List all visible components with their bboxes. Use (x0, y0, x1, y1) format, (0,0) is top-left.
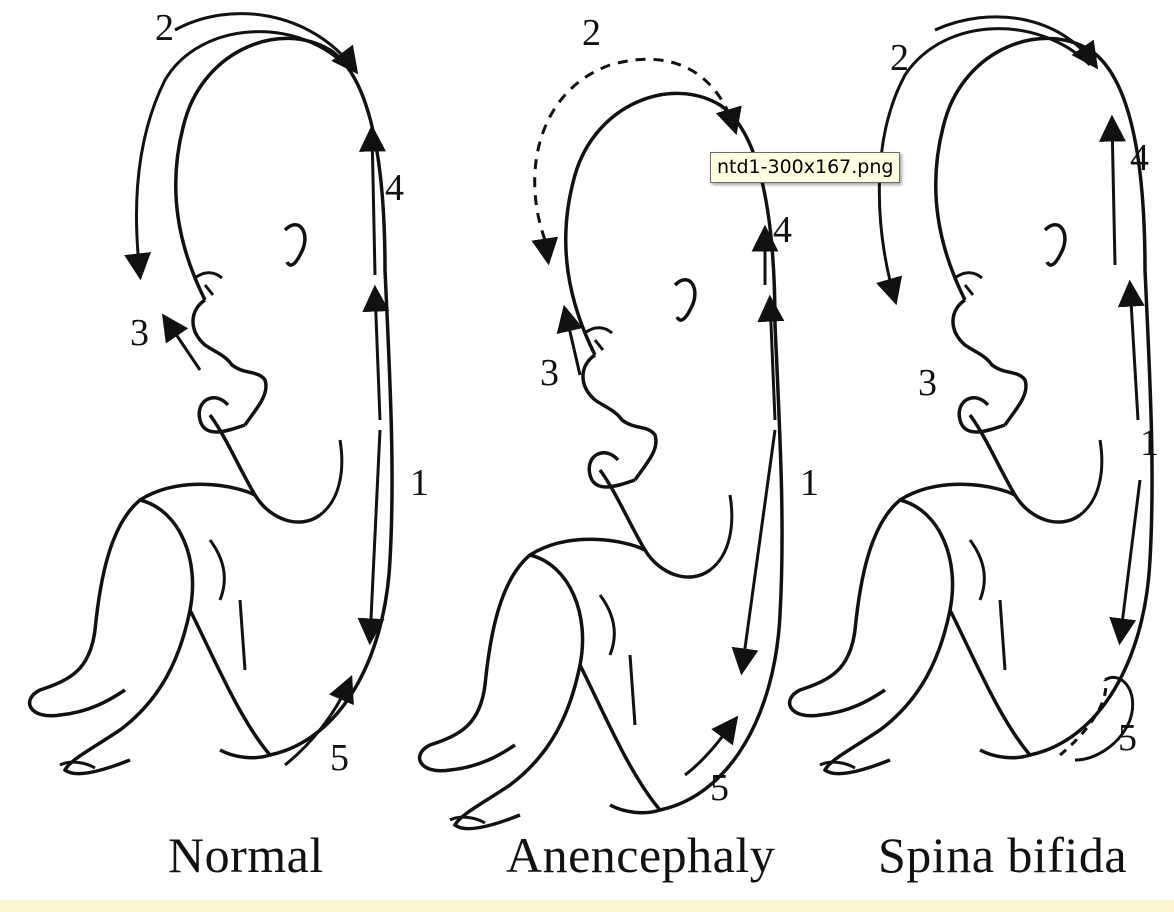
panel-spina-bifida: 2 4 3 1 5 (790, 17, 1159, 774)
panel-anencephaly: 2 4 3 1 5 (420, 12, 819, 829)
caption-anencephaly: Anencephaly (506, 826, 775, 884)
label-3-anencephaly: 3 (540, 352, 559, 394)
label-5-spina-bifida: 5 (1118, 717, 1137, 759)
caption-spina-bifida: Spina bifida (878, 826, 1127, 884)
label-3-spina-bifida: 3 (918, 362, 937, 404)
label-2-anencephaly: 2 (582, 12, 601, 54)
label-3-normal: 3 (130, 312, 149, 354)
panel-normal: 2 4 3 1 5 (30, 7, 429, 779)
label-4-spina-bifida: 4 (1130, 137, 1149, 179)
label-2-normal: 2 (155, 7, 174, 49)
label-4-anencephaly: 4 (773, 209, 792, 251)
caption-normal: Normal (168, 826, 324, 884)
label-1-anencephaly: 1 (800, 462, 819, 504)
filename-tooltip: ntd1-300x167.png (710, 152, 900, 183)
label-5-anencephaly: 5 (710, 767, 729, 809)
label-1-spina-bifida: 1 (1140, 422, 1159, 464)
label-2-spina-bifida: 2 (890, 37, 909, 79)
bottom-strip (0, 900, 1174, 912)
label-4-normal: 4 (385, 167, 404, 209)
label-1-normal: 1 (410, 462, 429, 504)
label-5-normal: 5 (330, 737, 349, 779)
